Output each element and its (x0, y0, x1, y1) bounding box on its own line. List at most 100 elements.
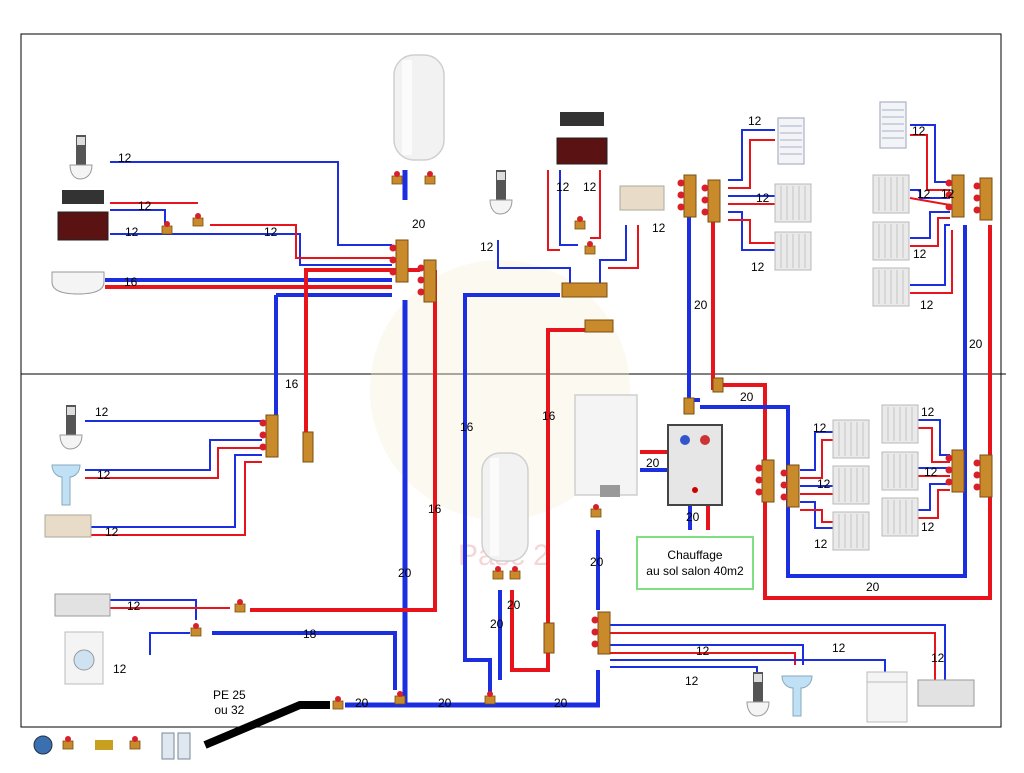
diameter-label: 12 (832, 641, 846, 655)
lower-distribution-branches (610, 624, 946, 680)
heat-exchanger-icon (667, 424, 723, 506)
diameter-label: 12 (912, 124, 926, 138)
diameter-label: 12 (556, 180, 570, 194)
diameter-label: 12 (941, 187, 955, 201)
diameter-label: 20 (398, 566, 412, 580)
pe-line: ou 32 (214, 703, 245, 717)
diameter-label: 18 (303, 627, 317, 641)
diameter-label: 16 (428, 502, 442, 516)
valve-icon (584, 240, 596, 255)
lower-right-heating (640, 383, 992, 600)
manifold-icon (591, 611, 611, 655)
water-heater-icon (481, 452, 529, 562)
manifold-icon (701, 179, 721, 223)
diameter-label: 12 (685, 674, 699, 688)
manifold-icon (302, 431, 314, 463)
valve-icon (161, 220, 173, 235)
diameter-label: 16 (124, 275, 138, 289)
note-line: au sol salon 40m2 (646, 564, 744, 578)
manifold-icon (973, 454, 993, 498)
supply-pipe-label: PE 25 ou 32 (213, 688, 246, 718)
shower-tray-icon (619, 185, 665, 211)
radiator-icon (832, 465, 870, 505)
manifold-icon (780, 464, 800, 508)
valve-icon (234, 598, 246, 613)
diameter-label: 20 (866, 580, 880, 594)
floor-heating-note: Chauffage au sol salon 40m2 (636, 536, 754, 590)
diameter-label: 12 (95, 405, 109, 419)
upper-right-heating (687, 124, 992, 480)
diameter-label: 20 (590, 555, 604, 569)
boiler-icon (574, 394, 638, 497)
diameter-label: 12 (751, 260, 765, 274)
diameter-label: 20 (490, 617, 504, 631)
diameter-label: 16 (285, 377, 299, 391)
diameter-label: 12 (920, 298, 934, 312)
diameter-label: 12 (480, 240, 494, 254)
manifold-icon (945, 449, 965, 493)
diameter-label: 12 (264, 225, 278, 239)
valve-icon (424, 170, 436, 185)
upper-left-branches (105, 161, 420, 440)
filter-icon (161, 732, 191, 760)
radiator-icon (872, 267, 910, 307)
radiator-icon (881, 497, 919, 537)
diameter-label: 12 (125, 225, 139, 239)
water-heater-icon (393, 54, 445, 161)
diameter-label: 16 (542, 409, 556, 423)
pe-line: PE 25 (213, 688, 246, 702)
manifold-icon (973, 177, 993, 221)
diameter-label: 12 (652, 221, 666, 235)
diameter-label: 20 (969, 337, 983, 351)
diameter-label: 20 (686, 510, 700, 524)
radiator-icon (774, 183, 812, 223)
manifold-icon (584, 319, 614, 333)
towel-radiator-icon (879, 101, 907, 149)
diameter-label: 20 (355, 696, 369, 710)
bathtub-icon (51, 271, 105, 295)
radiator-icon (872, 221, 910, 261)
diameter-label: 12 (696, 644, 710, 658)
valve-icon (484, 690, 496, 705)
diameter-label: 12 (814, 537, 828, 551)
diameter-label: 20 (646, 456, 660, 470)
vanity-icon (556, 112, 608, 165)
diameter-label: 20 (412, 217, 426, 231)
washing-machine-icon (64, 631, 104, 685)
valve-icon (590, 503, 602, 518)
manifold-icon (561, 282, 608, 298)
wc-icon (59, 404, 83, 450)
water-meter-icon (33, 735, 53, 755)
diameter-labels: 12 12 12 12 16 20 16 12 12 12 16 16 16 2… (95, 114, 983, 710)
towel-radiator-icon (777, 117, 805, 165)
diameter-label: 12 (817, 477, 831, 491)
diameter-label: 20 (438, 696, 452, 710)
washbasin-icon (51, 464, 81, 506)
diameter-label: 12 (113, 662, 127, 676)
manifold-icon (755, 459, 775, 503)
diameter-label: 20 (740, 390, 754, 404)
diameter-label: 12 (97, 468, 111, 482)
diameter-label: 20 (554, 696, 568, 710)
diameter-label: 16 (460, 420, 474, 434)
floor-frame (20, 33, 1002, 728)
vanity-icon (57, 190, 109, 241)
valve-icon (192, 212, 204, 227)
diameter-label: 12 (813, 421, 827, 435)
diameter-label: 12 (913, 247, 927, 261)
valve-icon (574, 215, 586, 230)
diameter-label: 20 (507, 598, 521, 612)
diameter-label: 12 (127, 599, 141, 613)
manifold-icon (543, 622, 555, 654)
diameter-label: 12 (105, 525, 119, 539)
sink-icon (54, 593, 111, 617)
diameter-label: 12 (921, 520, 935, 534)
diameter-label: 12 (931, 651, 945, 665)
diameter-label: 12 (921, 405, 935, 419)
radiator-icon (881, 404, 919, 444)
supply-line (203, 170, 600, 749)
manifold-icon (677, 174, 697, 218)
wc-icon (69, 134, 93, 180)
diameter-label: 20 (694, 298, 708, 312)
